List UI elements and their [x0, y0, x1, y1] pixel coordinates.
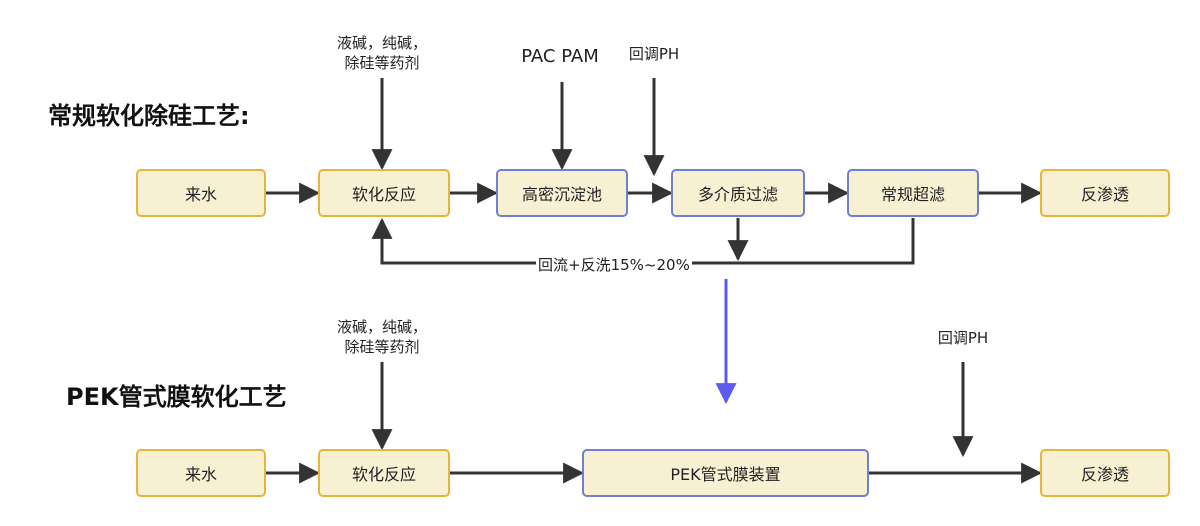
- top-chemicals-label: 液碱，纯碱， 除硅等药剂: [322, 33, 442, 73]
- top-node-uf: 常规超滤: [847, 169, 979, 217]
- top-node-sedimentation: 高密沉淀池: [496, 169, 628, 217]
- top-chemicals-line1: 液碱，纯碱，: [336, 34, 427, 52]
- bottom-process-title: PEK管式膜软化工艺: [66, 383, 287, 411]
- bottom-node-softening: 软化反应: [318, 449, 450, 497]
- top-node-ro: 反渗透: [1040, 169, 1170, 217]
- return-flow-label: 回流+反洗15%~20%: [536, 256, 692, 274]
- top-ph-label: 回调PH: [628, 45, 680, 63]
- bottom-chemicals-line2: 除硅等药剂: [344, 338, 420, 356]
- top-chemicals-line2: 除硅等药剂: [344, 54, 420, 72]
- top-pacpam-label: PAC PAM: [521, 46, 599, 67]
- bottom-node-pek-unit: PEK管式膜装置: [582, 449, 869, 497]
- top-process-title: 常规软化除硅工艺:: [48, 102, 250, 130]
- bottom-chemicals-label: 液碱，纯碱， 除硅等药剂: [322, 317, 442, 357]
- top-node-multimedia-filter: 多介质过滤: [671, 169, 805, 217]
- bottom-node-inflow: 来水: [136, 449, 266, 497]
- top-node-softening: 软化反应: [318, 169, 450, 217]
- top-node-inflow: 来水: [136, 169, 266, 217]
- bottom-chemicals-line1: 液碱，纯碱，: [336, 318, 427, 336]
- bottom-ph-label: 回调PH: [937, 329, 989, 347]
- bottom-node-ro: 反渗透: [1040, 449, 1170, 497]
